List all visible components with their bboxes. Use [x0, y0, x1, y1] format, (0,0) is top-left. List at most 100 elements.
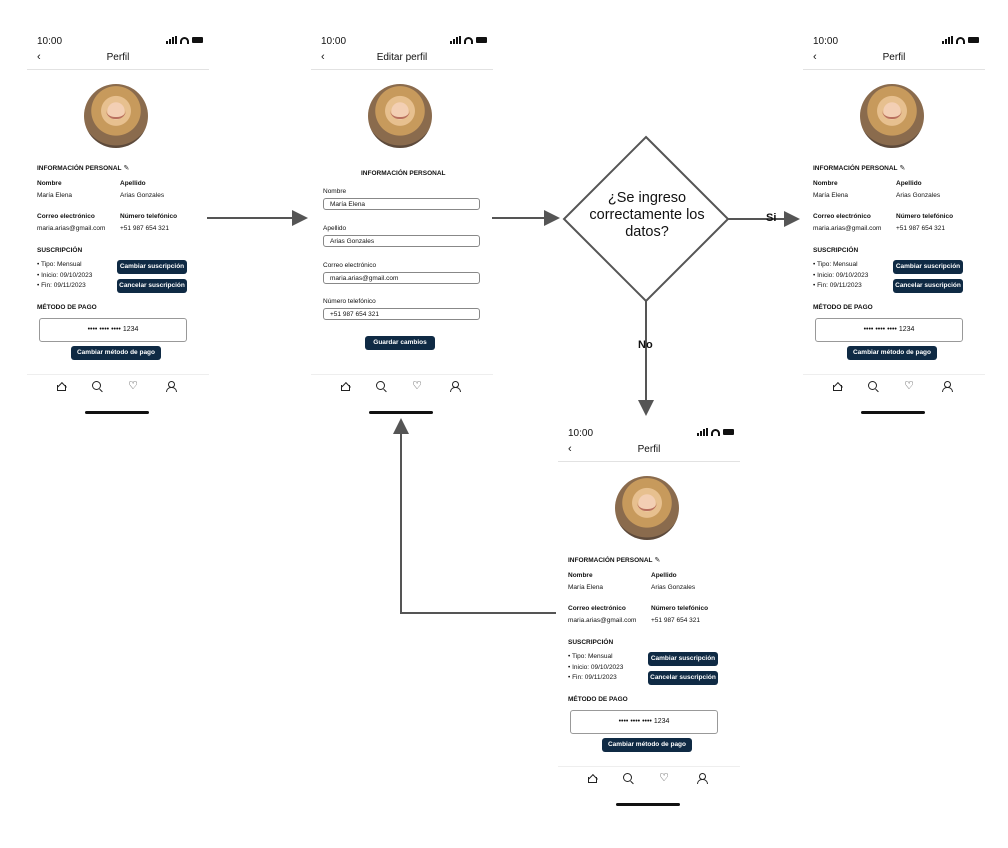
change-payment-button[interactable]: Cambiar método de pago — [847, 346, 937, 360]
search-icon[interactable] — [376, 381, 385, 390]
avatar — [84, 84, 148, 148]
phone-value: +51 987 654 321 — [651, 617, 700, 624]
surname-label: Apellido — [120, 180, 146, 187]
status-time: 10:00 — [568, 428, 594, 439]
personal-info-title: INFORMACIÓN PERSONAL — [568, 557, 653, 564]
subscription-header: SUSCRIPCIÓN — [568, 639, 614, 646]
signal-icon — [166, 36, 177, 44]
battery-icon — [476, 37, 487, 43]
tab-bar: ♡ — [27, 374, 209, 395]
edit-icon[interactable]: ✎ — [654, 557, 661, 564]
card-number[interactable]: •••• •••• •••• 1234 — [570, 710, 718, 734]
name-label: Nombre — [37, 180, 62, 187]
home-indicator — [616, 803, 680, 806]
user-icon[interactable] — [166, 381, 177, 392]
phone-label: Número telefónico — [651, 605, 709, 612]
home-icon[interactable] — [341, 385, 350, 391]
status-time: 10:00 — [37, 36, 63, 47]
email-field[interactable]: maria.arias@gmail.com — [323, 272, 480, 284]
back-icon[interactable]: ‹ — [37, 51, 41, 63]
heart-icon[interactable]: ♡ — [412, 380, 422, 392]
surname-field[interactable]: Arias Gonzales — [323, 235, 480, 247]
name-value: María Elena — [568, 584, 604, 591]
search-icon[interactable] — [92, 381, 101, 390]
home-indicator — [85, 411, 149, 414]
user-icon[interactable] — [942, 381, 953, 392]
surname-value: Arias Gonzales — [120, 192, 165, 199]
status-bar: 10:00 — [321, 36, 487, 50]
edit-icon[interactable]: ✎ — [899, 165, 906, 172]
card-number[interactable]: •••• •••• •••• 1234 — [39, 318, 187, 342]
status-bar: 10:00 — [813, 36, 979, 50]
user-icon[interactable] — [450, 381, 461, 392]
email-value: maria.arias@gmail.com — [37, 225, 106, 232]
heart-icon[interactable]: ♡ — [659, 772, 669, 784]
search-icon[interactable] — [623, 773, 632, 782]
name-value: María Elena — [813, 192, 849, 199]
status-time: 10:00 — [813, 36, 839, 47]
arrow-retry-to-edit — [393, 418, 556, 614]
sub-end: • Fin: 09/11/2023 — [37, 282, 86, 289]
personal-info-title: INFORMACIÓN PERSONAL — [37, 165, 122, 172]
avatar — [615, 476, 679, 540]
home-icon[interactable] — [588, 777, 597, 783]
status-icons — [166, 36, 203, 44]
email-label: Correo electrónico — [813, 213, 871, 220]
phone-value: +51 987 654 321 — [896, 225, 945, 232]
edit-icon[interactable]: ✎ — [123, 165, 130, 172]
surname-value: Arias Gonzales — [651, 584, 696, 591]
sub-type: • Tipo: Mensual — [813, 261, 858, 268]
wifi-icon — [956, 36, 965, 44]
heart-icon[interactable]: ♡ — [904, 380, 914, 392]
nav-bar: ‹ Perfil — [558, 443, 740, 462]
home-icon[interactable] — [833, 385, 842, 391]
edit-profile-screen: 10:00 ‹ Editar perfil INFORMACIÓN PERSON… — [311, 36, 493, 456]
status-bar: 10:00 — [568, 428, 734, 442]
cancel-subscription-button[interactable]: Cancelar suscripción — [648, 671, 718, 685]
home-indicator — [369, 411, 433, 414]
card-number[interactable]: •••• •••• •••• 1234 — [815, 318, 963, 342]
back-icon[interactable]: ‹ — [321, 51, 325, 63]
subscription-details: • Tipo: Mensual • Inicio: 09/10/2023 • F… — [813, 260, 868, 292]
save-changes-button[interactable]: Guardar cambios — [365, 336, 435, 350]
cancel-subscription-button[interactable]: Cancelar suscripción — [117, 279, 187, 293]
search-icon[interactable] — [868, 381, 877, 390]
sub-type: • Tipo: Mensual — [37, 261, 82, 268]
email-label: Correo electrónico — [323, 262, 377, 269]
heart-icon[interactable]: ♡ — [128, 380, 138, 392]
sub-type: • Tipo: Mensual — [568, 653, 613, 660]
page-title: Perfil — [882, 52, 906, 63]
email-value: maria.arias@gmail.com — [568, 617, 637, 624]
name-label: Nombre — [323, 188, 347, 195]
phone-field[interactable]: +51 987 654 321 — [323, 308, 480, 320]
tab-bar: ♡ — [311, 374, 493, 395]
wifi-icon — [180, 36, 189, 44]
subscription-details: • Tipo: Mensual • Inicio: 09/10/2023 • F… — [568, 652, 623, 684]
cancel-subscription-button[interactable]: Cancelar suscripción — [893, 279, 963, 293]
back-icon[interactable]: ‹ — [568, 443, 572, 455]
home-icon[interactable] — [57, 385, 66, 391]
user-icon[interactable] — [697, 773, 708, 784]
change-payment-button[interactable]: Cambiar método de pago — [602, 738, 692, 752]
battery-icon — [968, 37, 979, 43]
subscription-details: • Tipo: Mensual • Inicio: 09/10/2023 • F… — [37, 260, 92, 292]
payment-header: MÉTODO DE PAGO — [37, 304, 97, 311]
status-time: 10:00 — [321, 36, 347, 47]
change-subscription-button[interactable]: Cambiar suscripción — [648, 652, 718, 666]
name-field[interactable]: María Elena — [323, 198, 480, 210]
status-icons — [450, 36, 487, 44]
surname-label: Apellido — [651, 572, 677, 579]
change-payment-button[interactable]: Cambiar método de pago — [71, 346, 161, 360]
avatar — [368, 84, 432, 148]
home-indicator — [861, 411, 925, 414]
profile-screen: 10:00 ‹ Perfil INFORMACIÓN PERSONAL✎ Nom… — [27, 36, 209, 456]
wifi-icon — [464, 36, 473, 44]
wifi-icon — [711, 428, 720, 436]
subscription-header: SUSCRIPCIÓN — [37, 247, 83, 254]
back-icon[interactable]: ‹ — [813, 51, 817, 63]
nav-bar: ‹ Editar perfil — [311, 51, 493, 70]
page-title: Editar perfil — [376, 52, 428, 63]
change-subscription-button[interactable]: Cambiar suscripción — [117, 260, 187, 274]
signal-icon — [942, 36, 953, 44]
change-subscription-button[interactable]: Cambiar suscripción — [893, 260, 963, 274]
